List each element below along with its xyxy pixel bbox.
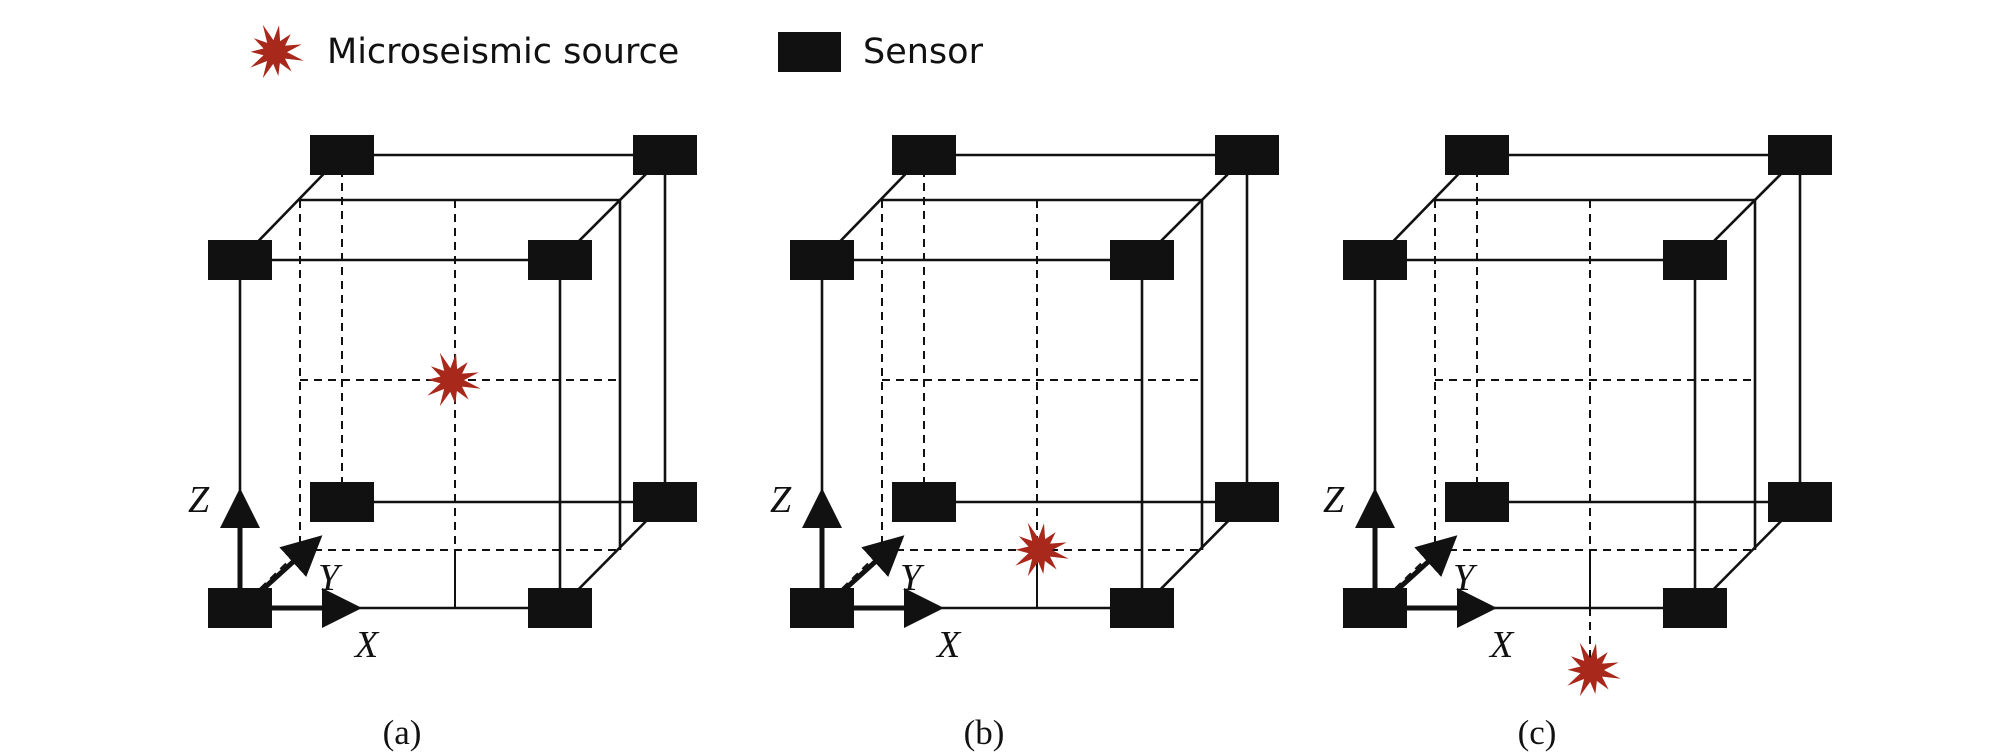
sensor <box>528 588 592 628</box>
sensor <box>208 588 272 628</box>
z-axis-label: Z <box>770 479 792 521</box>
legend-item-sensor: Sensor <box>778 22 983 82</box>
sensor-swatch <box>778 32 841 72</box>
sensor <box>1215 482 1279 522</box>
y-axis-label: Y <box>900 557 925 599</box>
sensor <box>528 240 592 280</box>
sensor <box>1343 588 1407 628</box>
sensor <box>790 588 854 628</box>
sensor <box>310 482 374 522</box>
x-axis-label: X <box>353 624 380 666</box>
sensor <box>1110 240 1174 280</box>
legend: Microseismic source Sensor <box>0 0 2008 110</box>
y-axis-label: Y <box>1453 557 1478 599</box>
y-axis-arrow <box>842 535 905 592</box>
sensor <box>790 240 854 280</box>
sensor <box>1663 588 1727 628</box>
panel-label: (a) <box>383 713 422 752</box>
y-axis-arrow <box>260 535 323 592</box>
legend-item-source: Microseismic source <box>245 22 679 82</box>
sensor <box>208 240 272 280</box>
y-axis-label: Y <box>318 557 343 599</box>
legend-sensor-label: Sensor <box>863 32 983 72</box>
legend-source-label: Microseismic source <box>327 32 680 72</box>
panel-label: (c) <box>1518 713 1557 752</box>
y-axis-arrow <box>1395 535 1458 592</box>
sensor <box>633 482 697 522</box>
sensor <box>1663 240 1727 280</box>
microseismic-source-icon <box>1015 522 1069 577</box>
sensor <box>1110 588 1174 628</box>
sensor <box>1768 135 1832 175</box>
z-axis-label: Z <box>1323 479 1345 521</box>
starburst-icon <box>250 24 304 79</box>
sensor <box>1768 482 1832 522</box>
panel-label: (b) <box>964 713 1005 752</box>
z-axis-label: Z <box>188 479 210 521</box>
panel-c: Z YX (c) <box>1323 135 1832 752</box>
microseismic-source-icon <box>1567 642 1621 697</box>
sensor <box>1343 240 1407 280</box>
sensor <box>892 135 956 175</box>
x-axis-label: X <box>935 624 962 666</box>
sensor <box>633 135 697 175</box>
x-axis-label: X <box>1488 624 1515 666</box>
panel-b: Z YX (b) <box>770 135 1279 752</box>
microseismic-source-icon <box>427 352 481 407</box>
sensor <box>1215 135 1279 175</box>
sensor <box>1445 482 1509 522</box>
panel-a: Z YX (a) <box>188 135 697 752</box>
sensor <box>892 482 956 522</box>
sensor <box>310 135 374 175</box>
sensor <box>1445 135 1509 175</box>
